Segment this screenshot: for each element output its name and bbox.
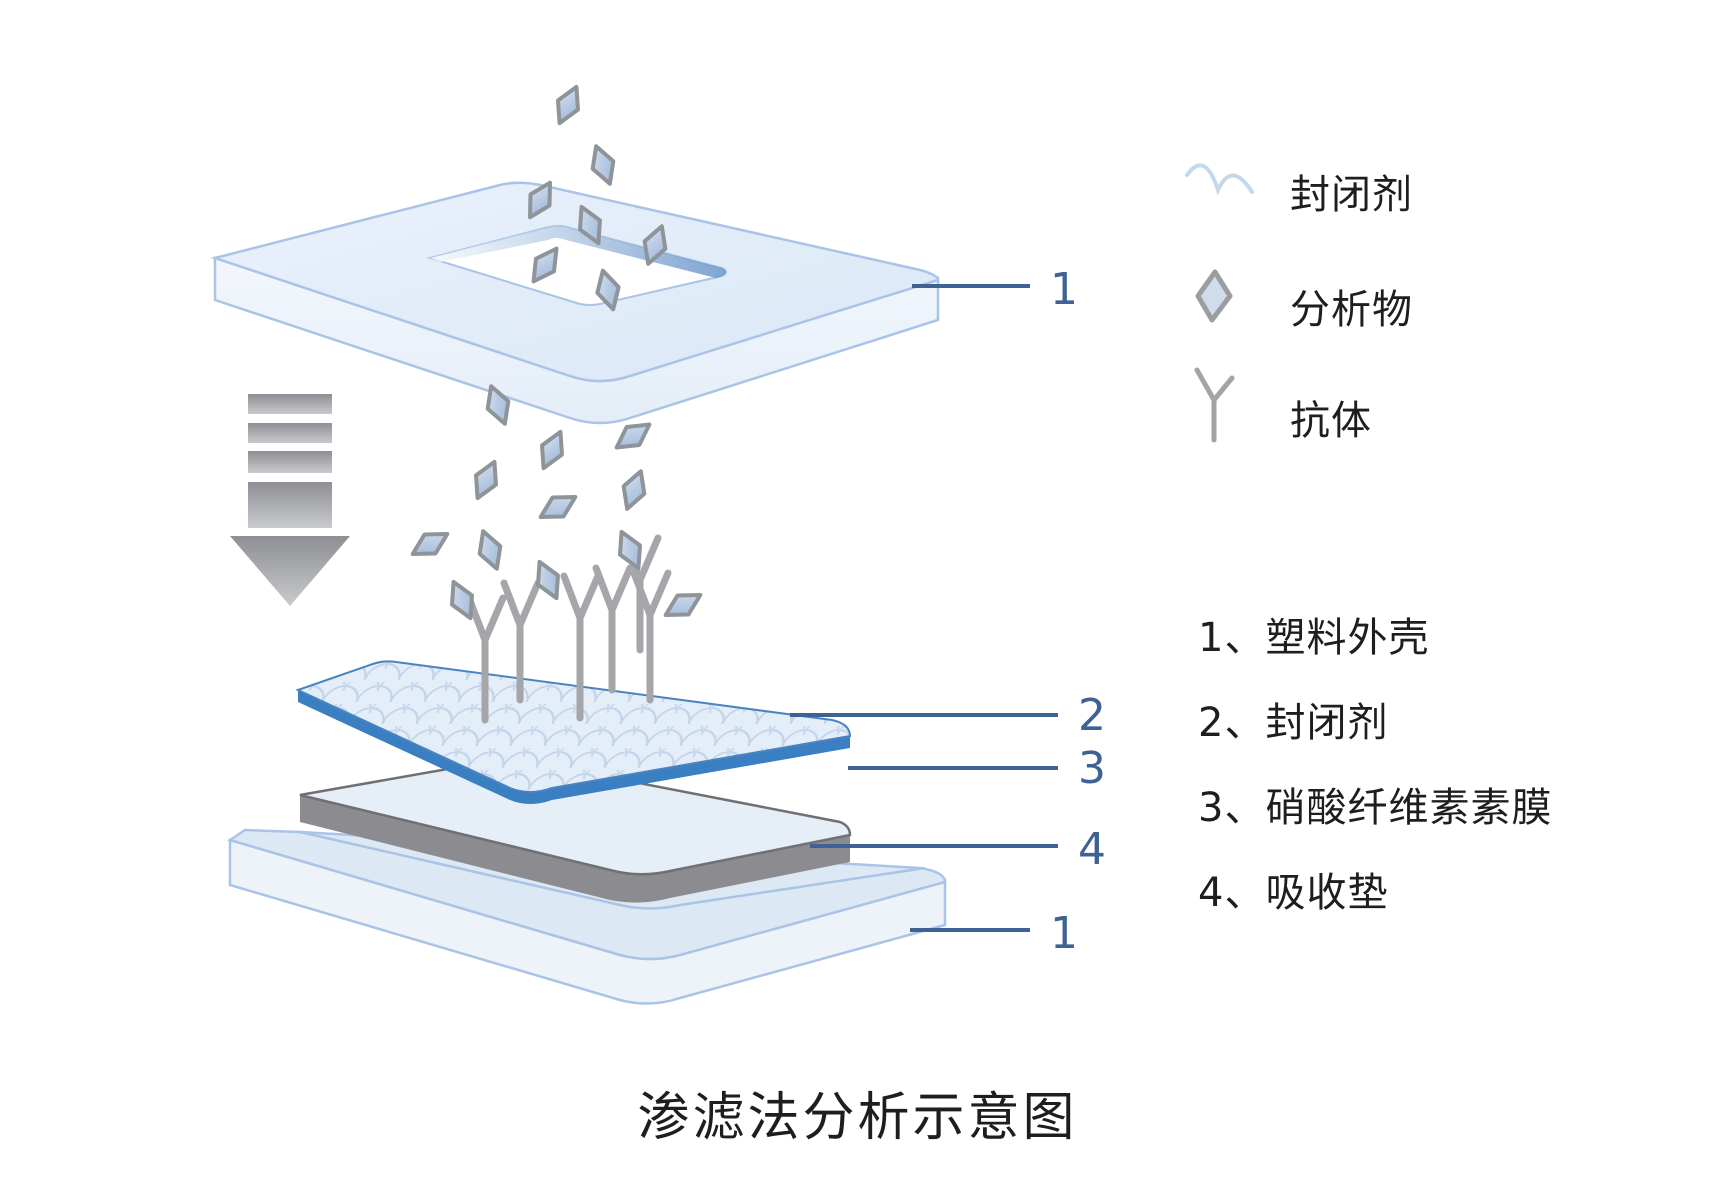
callout-number: 3	[1078, 743, 1106, 794]
callout-membrane: 3	[848, 743, 1106, 794]
callout-blocking-agent: 2	[790, 690, 1106, 741]
diagram-caption: 渗滤法分析示意图	[637, 1088, 1078, 1148]
callout-top-housing: 1	[912, 264, 1078, 315]
parts-list-item: 4、吸收垫	[1198, 870, 1389, 916]
analyte-particle	[540, 429, 564, 471]
analyte-particle	[477, 529, 503, 571]
legend-label-antibody: 抗体	[1290, 398, 1372, 444]
parts-list-item: 3、硝酸纤维素素膜	[1198, 785, 1553, 831]
bottom-housing-inner-rim	[299, 830, 926, 910]
top-plastic-housing	[210, 181, 940, 425]
analyte-particle	[663, 593, 703, 617]
analyte-particle	[595, 268, 621, 312]
callout-bottom-housing: 1	[910, 908, 1078, 959]
callout-number: 2	[1078, 690, 1106, 741]
analyte-particle	[590, 144, 616, 186]
analyte-particle	[485, 384, 511, 426]
antibody	[500, 579, 542, 704]
analyte-particle	[642, 224, 668, 266]
analyte-particle	[556, 84, 580, 126]
analyte-particle	[531, 246, 559, 284]
analyte-particle	[474, 459, 498, 501]
antibody	[592, 564, 634, 694]
membrane-edge	[298, 690, 850, 804]
analyte-particle	[450, 579, 474, 621]
parts-list-item: 1、塑料外壳	[1198, 615, 1430, 661]
antibody-icon	[1194, 367, 1235, 443]
membrane-top	[295, 660, 852, 793]
analyte-particle	[614, 422, 652, 450]
callout-absorbent-pad: 4	[810, 824, 1106, 875]
analyte-group	[410, 84, 703, 621]
callout-number: 1	[1050, 264, 1078, 315]
flow-direction-arrow-icon	[230, 394, 350, 606]
parts-list-item: 2、封闭剂	[1198, 700, 1389, 746]
nitrocellulose-membrane	[295, 660, 852, 804]
pad-side	[300, 795, 850, 903]
blocking-agent-icon	[1185, 163, 1254, 196]
pad-top	[299, 756, 852, 876]
analyte-particle	[621, 469, 647, 511]
callout-number: 4	[1078, 824, 1106, 875]
analyte-particle	[410, 532, 450, 556]
antibody	[560, 572, 602, 722]
absorbent-pad	[299, 756, 852, 903]
analyte-particle	[536, 559, 560, 601]
analyte-particle	[578, 204, 602, 246]
legend-label-blocking-agent: 封闭剂	[1290, 172, 1413, 218]
analyte-particle	[528, 180, 552, 220]
legend	[1185, 163, 1254, 443]
legend-label-analyte: 分析物	[1290, 287, 1413, 333]
housing-window-inner-wall	[430, 226, 726, 278]
analyte-icon	[1195, 269, 1233, 323]
analyte-particle	[538, 495, 578, 519]
callout-number: 1	[1050, 908, 1078, 959]
analyte-particle	[618, 529, 642, 571]
